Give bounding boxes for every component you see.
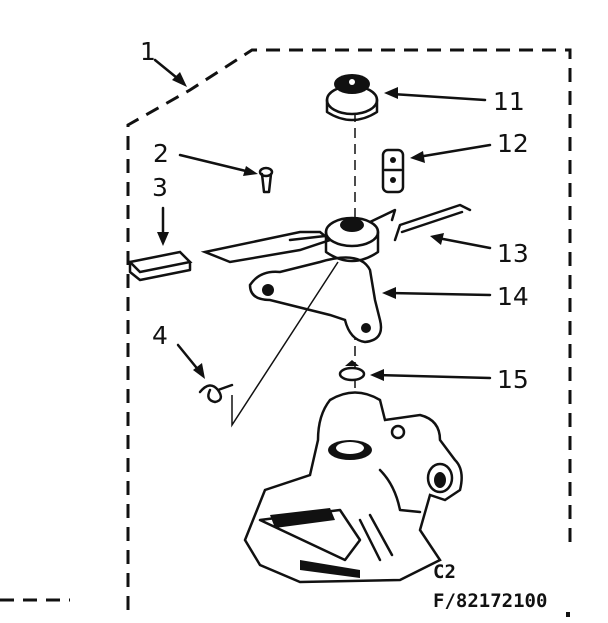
callout-3: 3	[152, 173, 168, 202]
leader-lines	[153, 58, 492, 381]
callout-13: 13	[497, 239, 529, 268]
pad-part-3	[127, 250, 193, 282]
callout-15: 15	[497, 365, 529, 394]
clip-part-15	[338, 360, 366, 382]
spring-part-13	[393, 203, 472, 242]
callout-11: 11	[493, 87, 525, 116]
callout-14: 14	[497, 282, 529, 311]
diagram-code-line1: C2	[433, 561, 456, 583]
arm-bracket-part-14	[200, 208, 397, 344]
callout-2: 2	[153, 139, 169, 168]
corner-mark	[566, 612, 570, 617]
base-housing	[243, 391, 463, 584]
diagram-code-line2: F/82172100	[433, 590, 547, 612]
wire-link-part-4	[198, 261, 339, 428]
assembly-boundary	[0, 48, 572, 610]
pulley-part-11	[325, 74, 379, 122]
callout-12: 12	[497, 129, 529, 158]
callout-1: 1	[140, 37, 156, 66]
callout-4: 4	[152, 321, 168, 350]
clip-part-12	[381, 148, 405, 194]
pin-part-2	[258, 166, 274, 194]
